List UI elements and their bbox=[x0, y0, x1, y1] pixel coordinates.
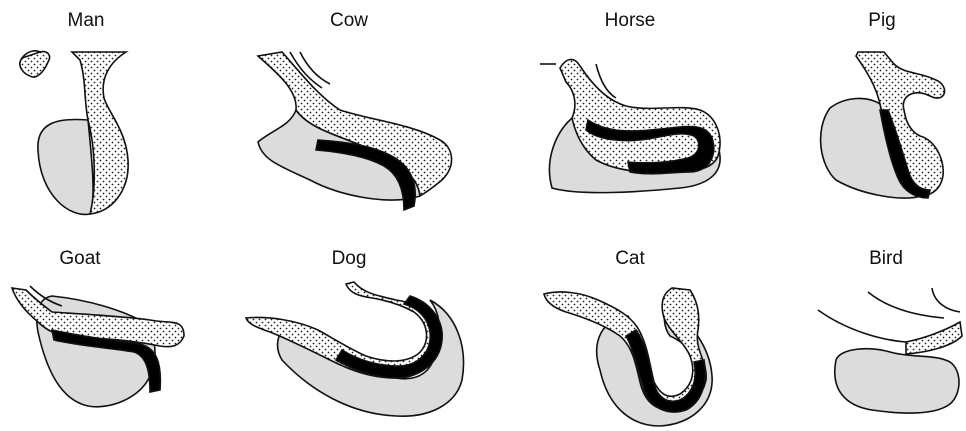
panel-cow bbox=[258, 52, 452, 210]
bird-grey-body bbox=[835, 349, 959, 413]
panel-bird bbox=[818, 288, 962, 413]
panel-man bbox=[20, 51, 128, 215]
bird-stippled-duct bbox=[906, 322, 962, 354]
panel-goat bbox=[12, 286, 184, 407]
panel-pig bbox=[821, 52, 945, 198]
panel-cat bbox=[544, 288, 712, 426]
panel-horse bbox=[540, 59, 720, 192]
panel-dog bbox=[246, 282, 464, 416]
man-grey-lobe bbox=[38, 119, 93, 214]
